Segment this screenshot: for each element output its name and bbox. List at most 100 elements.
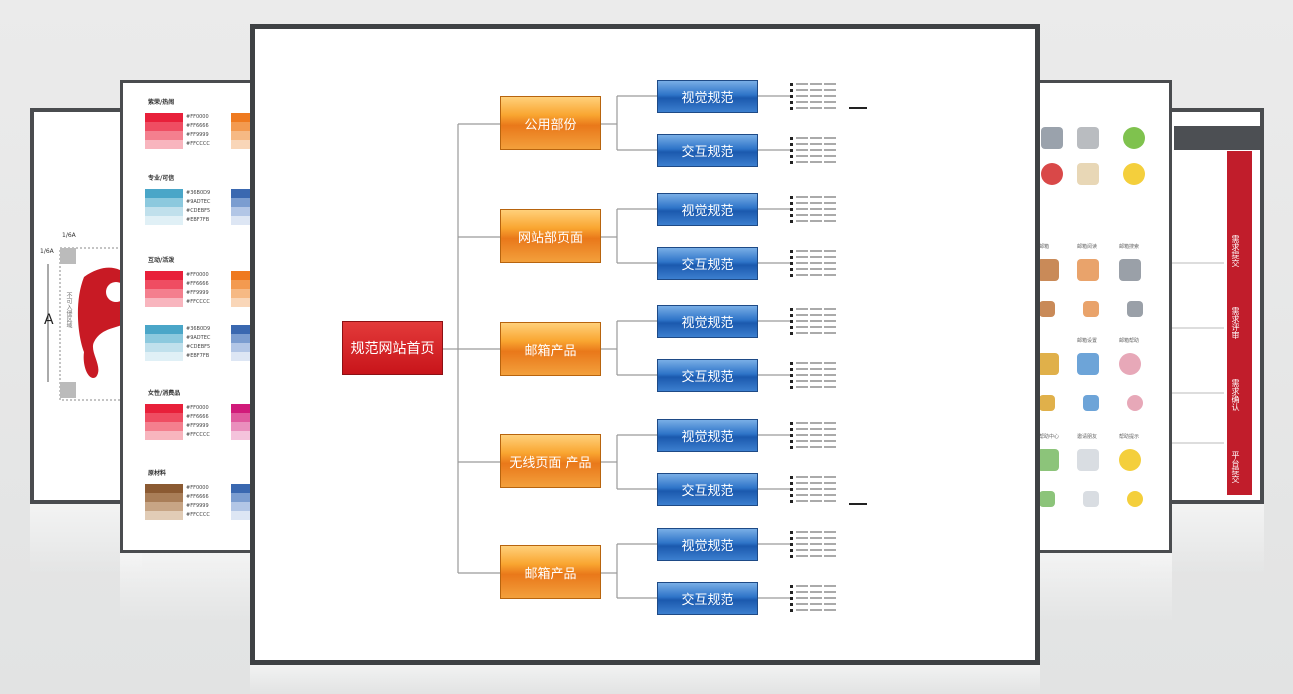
divider bbox=[1164, 262, 1224, 264]
swatch bbox=[145, 140, 183, 149]
swatch-label: #9ADTEC bbox=[186, 199, 211, 205]
badge-icon bbox=[1041, 163, 1063, 185]
swatch-group-title: 专业/可信 bbox=[148, 175, 175, 182]
swatch-label: #FF9999 bbox=[186, 290, 209, 296]
leaf-node-interaction[interactable]: 交互规范 bbox=[657, 582, 758, 615]
swatch bbox=[145, 413, 183, 422]
notepad-icon bbox=[1037, 353, 1059, 375]
icon-label: 邮箱帮助 bbox=[1119, 338, 1140, 344]
swatch bbox=[145, 343, 183, 352]
logo-side-label: 1/6A bbox=[40, 248, 54, 255]
swatch bbox=[231, 502, 261, 511]
divider bbox=[1164, 327, 1224, 329]
leaf-node-visual[interactable]: 视觉规范 bbox=[657, 305, 758, 338]
swatch bbox=[231, 422, 261, 431]
icon-label: 邮箱阅读 bbox=[1077, 244, 1098, 250]
icon-label: 邀请朋友 bbox=[1077, 434, 1098, 440]
swatch bbox=[145, 189, 183, 198]
swatch-group-title: 原材料 bbox=[148, 470, 167, 477]
swatch bbox=[145, 198, 183, 207]
swatch bbox=[145, 122, 183, 131]
swatch bbox=[145, 511, 183, 520]
swatch bbox=[231, 131, 261, 140]
swatch-label: #FF6666 bbox=[186, 494, 209, 500]
swatch bbox=[231, 280, 261, 289]
swatch bbox=[231, 493, 261, 502]
swatch-label: #FF6666 bbox=[186, 123, 209, 129]
leaf-node-interaction[interactable]: 交互规范 bbox=[657, 473, 758, 506]
swatch bbox=[231, 404, 261, 413]
swatch bbox=[145, 502, 183, 511]
leaf-node-interaction[interactable]: 交互规范 bbox=[657, 134, 758, 167]
swatch bbox=[231, 484, 261, 493]
leaf-node-visual[interactable]: 视觉规范 bbox=[657, 80, 758, 113]
swatch bbox=[145, 207, 183, 216]
leaf-node-visual[interactable]: 视觉规范 bbox=[657, 193, 758, 226]
swatch-label: #FF9999 bbox=[186, 503, 209, 509]
swatch-label: #CDEBF5 bbox=[186, 344, 211, 350]
swatch bbox=[231, 343, 261, 352]
swatch bbox=[145, 404, 183, 413]
swatch-label: #FF6666 bbox=[186, 281, 209, 287]
leaf-node-interaction[interactable]: 交互规范 bbox=[657, 359, 758, 392]
truck-icon bbox=[1119, 259, 1141, 281]
sitemap-card: 规范网站首页 公用部份 网站部页面 邮箱产品 无线页面 产品 邮箱产品 视觉规范… bbox=[250, 24, 1040, 665]
swatch bbox=[231, 216, 261, 225]
mobile-mail-icon bbox=[1077, 353, 1099, 375]
leaf-node-visual[interactable]: 视觉规范 bbox=[657, 419, 758, 452]
left-reflection bbox=[120, 553, 270, 623]
note-lines bbox=[790, 308, 836, 335]
swatch-label: #EBF7FB bbox=[186, 217, 210, 223]
branch-node[interactable]: 网站部页面 bbox=[500, 209, 601, 263]
branch-node[interactable]: 无线页面 产品 bbox=[500, 434, 601, 488]
swatch bbox=[145, 484, 183, 493]
process-step: 需求提交 bbox=[1231, 235, 1240, 267]
swatch-label: #FF0000 bbox=[186, 485, 209, 491]
swatch bbox=[145, 352, 183, 361]
swatch bbox=[145, 325, 183, 334]
right-reflection bbox=[1020, 553, 1172, 623]
swatch-label: #FF0000 bbox=[186, 114, 209, 120]
leaf-node-visual[interactable]: 视觉规范 bbox=[657, 528, 758, 561]
swatch bbox=[145, 280, 183, 289]
swatch-label: #FFCCCC bbox=[186, 512, 210, 518]
root-node[interactable]: 规范网站首页 bbox=[342, 321, 443, 375]
note-lines bbox=[790, 422, 836, 449]
swatch bbox=[231, 122, 261, 131]
swatch-label: #CDEBF5 bbox=[186, 208, 211, 214]
swatch-label: #FF9999 bbox=[186, 132, 209, 138]
process-steps-bar: 需求提交 需求评审 需求确认 平台提交 bbox=[1227, 151, 1252, 495]
icon-spec-card: 邮箱 邮箱阅读 邮箱搜索 邮箱设置 邮箱帮助 帮助中心 邀请朋友 帮助提示 bbox=[1020, 80, 1172, 553]
swatch bbox=[231, 289, 261, 298]
icon-label: 邮箱设置 bbox=[1077, 338, 1098, 344]
swatch bbox=[231, 271, 261, 280]
process-step: 需求确认 bbox=[1231, 379, 1240, 411]
swatch bbox=[231, 334, 261, 343]
mobile-small-icon bbox=[1083, 395, 1099, 411]
icon-label: 邮箱 bbox=[1039, 244, 1050, 250]
note-lines bbox=[790, 476, 836, 503]
dash-mark bbox=[849, 503, 867, 505]
branch-node[interactable]: 公用部份 bbox=[500, 96, 601, 150]
swatch-label: #36B0D9 bbox=[186, 190, 211, 196]
tip-small-icon bbox=[1127, 491, 1143, 507]
swatch-label: #FF9999 bbox=[186, 423, 209, 429]
branch-node[interactable]: 邮箱产品 bbox=[500, 545, 601, 599]
branch-node[interactable]: 邮箱产品 bbox=[500, 322, 601, 376]
leaf-node-interaction[interactable]: 交互规范 bbox=[657, 247, 758, 280]
swatch bbox=[145, 271, 183, 280]
connector-lines bbox=[442, 95, 790, 599]
user-icon bbox=[1119, 353, 1141, 375]
logo-dimension-label: A bbox=[44, 312, 54, 328]
logo-top-label: 1/6A bbox=[62, 232, 76, 239]
swatch bbox=[145, 113, 183, 122]
swatch bbox=[145, 431, 183, 440]
book-icon bbox=[1077, 163, 1099, 185]
divider bbox=[1164, 442, 1224, 444]
swatch bbox=[231, 207, 261, 216]
swatch-group-title: 互动/活泼 bbox=[148, 257, 175, 264]
phone-icon bbox=[1041, 127, 1063, 149]
swatch-label: #FF0000 bbox=[186, 405, 209, 411]
notepad-small-icon bbox=[1039, 395, 1055, 411]
user-small-icon bbox=[1127, 395, 1143, 411]
